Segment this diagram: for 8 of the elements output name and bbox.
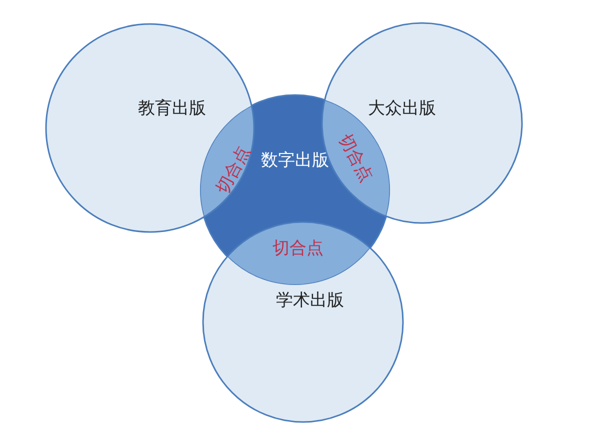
- overlap-label: 切合点: [272, 238, 324, 260]
- circle-label: 教育出版: [138, 98, 206, 120]
- circle-label: 大众出版: [368, 98, 436, 120]
- overlap-label: 切合点: [334, 130, 378, 186]
- circle-label: 学术出版: [276, 290, 344, 312]
- venn-circle: [201, 220, 405, 424]
- circle-label: 数字出版: [261, 150, 329, 172]
- overlap-label: 切合点: [212, 142, 256, 198]
